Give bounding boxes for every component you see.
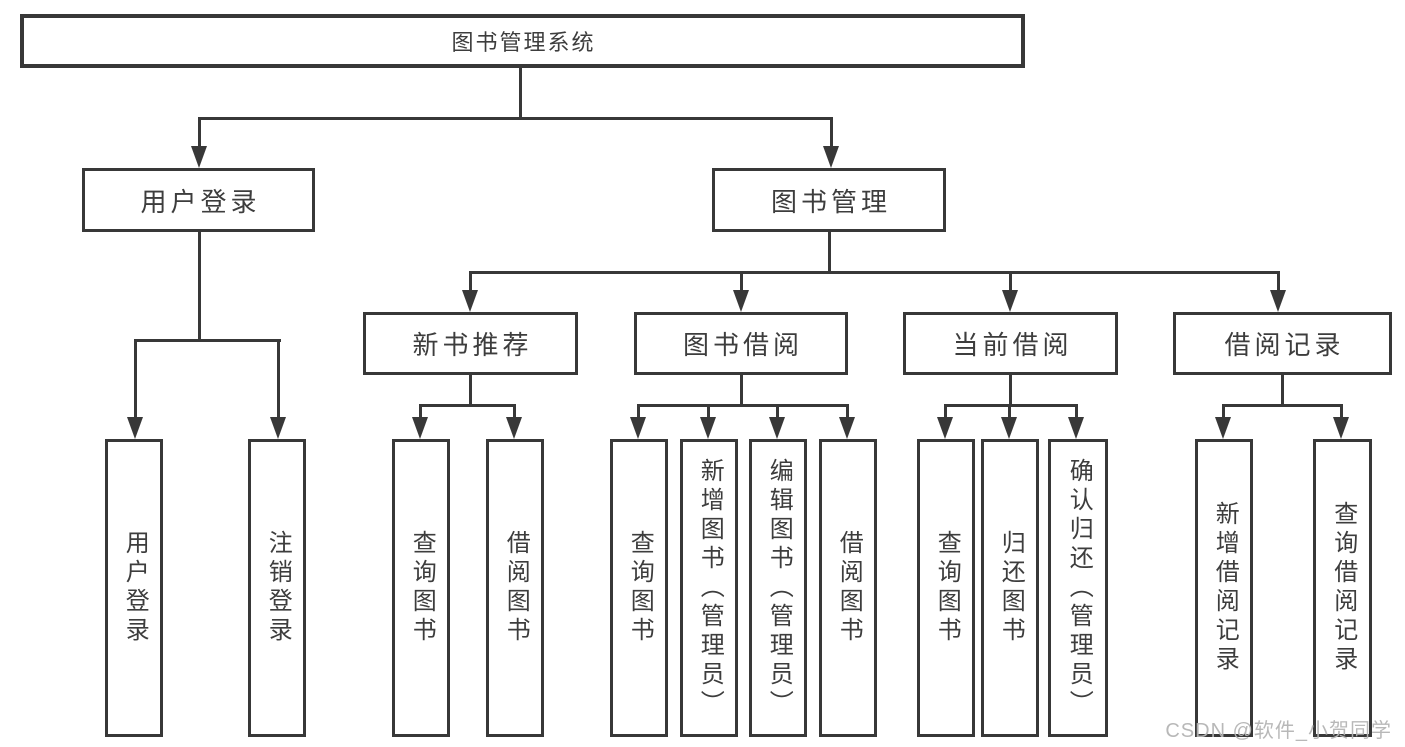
connector-to-borrow-borrow [846, 404, 849, 419]
connector-to-book-borrow [740, 271, 743, 292]
connector-to-record-query [1340, 404, 1343, 419]
arrowhead-current-borrow [1002, 290, 1018, 312]
arrowhead-newbook-borrow [506, 417, 522, 439]
connector-to-borrow-query [637, 404, 640, 419]
connector-to-borrow-edit [776, 404, 779, 419]
node-new-book-recommend-label: 新书推荐 [412, 330, 533, 360]
connector-level2-hline [198, 117, 832, 120]
connector-to-new-book-recommend [469, 271, 472, 292]
connector-to-current-return [1008, 404, 1011, 419]
node-book-management: 图书管理 [712, 168, 946, 232]
connector-to-book-management [830, 117, 833, 148]
leaf-user-login-label: 用户登录 [121, 530, 149, 646]
connector-to-leaf-logout [277, 339, 280, 417]
arrowhead-new-book-recommend [462, 290, 478, 312]
connector-to-borrow-record [1277, 271, 1280, 292]
leaf-newbook-borrow-book: 借阅图书 [486, 439, 544, 737]
connector-to-current-borrow [1009, 271, 1012, 292]
connector-to-current-query [944, 404, 947, 419]
node-borrow-record: 借阅记录 [1173, 312, 1392, 375]
leaf-record-add-record-label: 新增借阅记录 [1211, 501, 1239, 675]
node-book-borrow-label: 图书借阅 [682, 330, 803, 360]
connector-to-current-confirm [1075, 404, 1078, 419]
node-user-login: 用户登录 [82, 168, 315, 232]
leaf-record-query-record-label: 查询借阅记录 [1329, 501, 1357, 675]
arrowhead-borrow-borrow [839, 417, 855, 439]
connector-book-borrow-stub [740, 373, 743, 407]
node-root-library-system: 图书管理系统 [20, 14, 1025, 68]
leaf-borrow-query-book-label: 查询图书 [626, 530, 654, 646]
node-borrow-record-label: 借阅记录 [1224, 330, 1345, 360]
leaf-newbook-borrow-book-label: 借阅图书 [502, 530, 530, 646]
arrowhead-current-return [1001, 417, 1017, 439]
leaf-borrow-borrow-book-label: 借阅图书 [835, 530, 863, 646]
leaf-record-query-record: 查询借阅记录 [1313, 439, 1372, 737]
leaf-newbook-query-book: 查询图书 [392, 439, 450, 737]
arrowhead-leaf-logout [270, 417, 286, 439]
leaf-current-query-book-label: 查询图书 [933, 530, 961, 646]
leaf-borrow-query-book: 查询图书 [610, 439, 668, 737]
arrowhead-borrow-query [630, 417, 646, 439]
node-user-login-label: 用户登录 [140, 186, 261, 217]
connector-book-management-stub [828, 230, 831, 273]
connector-group1-hline [134, 339, 281, 342]
connector-to-newbook-borrow [513, 404, 516, 419]
leaf-borrow-borrow-book: 借阅图书 [819, 439, 877, 737]
arrowhead-current-query [937, 417, 953, 439]
arrowhead-record-add [1215, 417, 1231, 439]
leaf-current-return-book: 归还图书 [981, 439, 1039, 737]
arrowhead-borrow-add [700, 417, 716, 439]
arrowhead-borrow-record [1270, 290, 1286, 312]
connector-user-login-stub [198, 230, 201, 341]
arrowhead-record-query [1333, 417, 1349, 439]
connector-group5-hline [1222, 404, 1343, 407]
arrowhead-newbook-query [412, 417, 428, 439]
connector-root-stub [519, 66, 522, 119]
csdn-watermark: CSDN @软件_小贺同学 [1165, 720, 1392, 742]
leaf-logout-login-label: 注销登录 [264, 530, 292, 646]
connector-to-borrow-add [707, 404, 710, 419]
leaf-borrow-edit-book-admin: 编辑图书（管理员） [749, 439, 807, 737]
arrowhead-book-borrow [733, 290, 749, 312]
leaf-current-confirm-return-admin: 确认归还（管理员） [1048, 439, 1108, 737]
leaf-borrow-edit-book-admin-label: 编辑图书（管理员） [765, 457, 793, 719]
node-book-borrow: 图书借阅 [634, 312, 848, 375]
leaf-current-return-book-label: 归还图书 [997, 530, 1025, 646]
connector-group4-hline [944, 404, 1078, 407]
leaf-newbook-query-book-label: 查询图书 [408, 530, 436, 646]
leaf-borrow-add-book-admin-label: 新增图书（管理员） [696, 457, 724, 719]
arrowhead-user-login [191, 146, 207, 168]
connector-borrow-record-stub [1281, 373, 1284, 407]
leaf-logout-login: 注销登录 [248, 439, 306, 737]
leaf-record-add-record: 新增借阅记录 [1195, 439, 1253, 737]
leaf-borrow-add-book-admin: 新增图书（管理员） [680, 439, 738, 737]
arrowhead-borrow-edit [769, 417, 785, 439]
connector-current-borrow-stub [1009, 373, 1012, 407]
arrowhead-book-management [823, 146, 839, 168]
arrowhead-leaf-user-login [127, 417, 143, 439]
node-current-borrow: 当前借阅 [903, 312, 1118, 375]
node-book-management-label: 图书管理 [770, 186, 891, 217]
arrowhead-current-confirm [1068, 417, 1084, 439]
leaf-current-query-book: 查询图书 [917, 439, 975, 737]
node-root-label: 图书管理系统 [451, 30, 596, 55]
connector-to-leaf-user-login [134, 339, 137, 417]
leaf-user-login: 用户登录 [105, 439, 163, 737]
node-new-book-recommend: 新书推荐 [363, 312, 578, 375]
connector-group2-hline [419, 404, 516, 407]
connector-group3-hline [637, 404, 849, 407]
connector-to-user-login [198, 117, 201, 148]
connector-to-record-add [1222, 404, 1225, 419]
connector-level3-hline [469, 271, 1280, 274]
connector-new-book-stub [469, 373, 472, 407]
leaf-current-confirm-return-admin-label: 确认归还（管理员） [1065, 457, 1093, 719]
connector-to-newbook-query [419, 404, 422, 419]
node-current-borrow-label: 当前借阅 [952, 330, 1073, 360]
